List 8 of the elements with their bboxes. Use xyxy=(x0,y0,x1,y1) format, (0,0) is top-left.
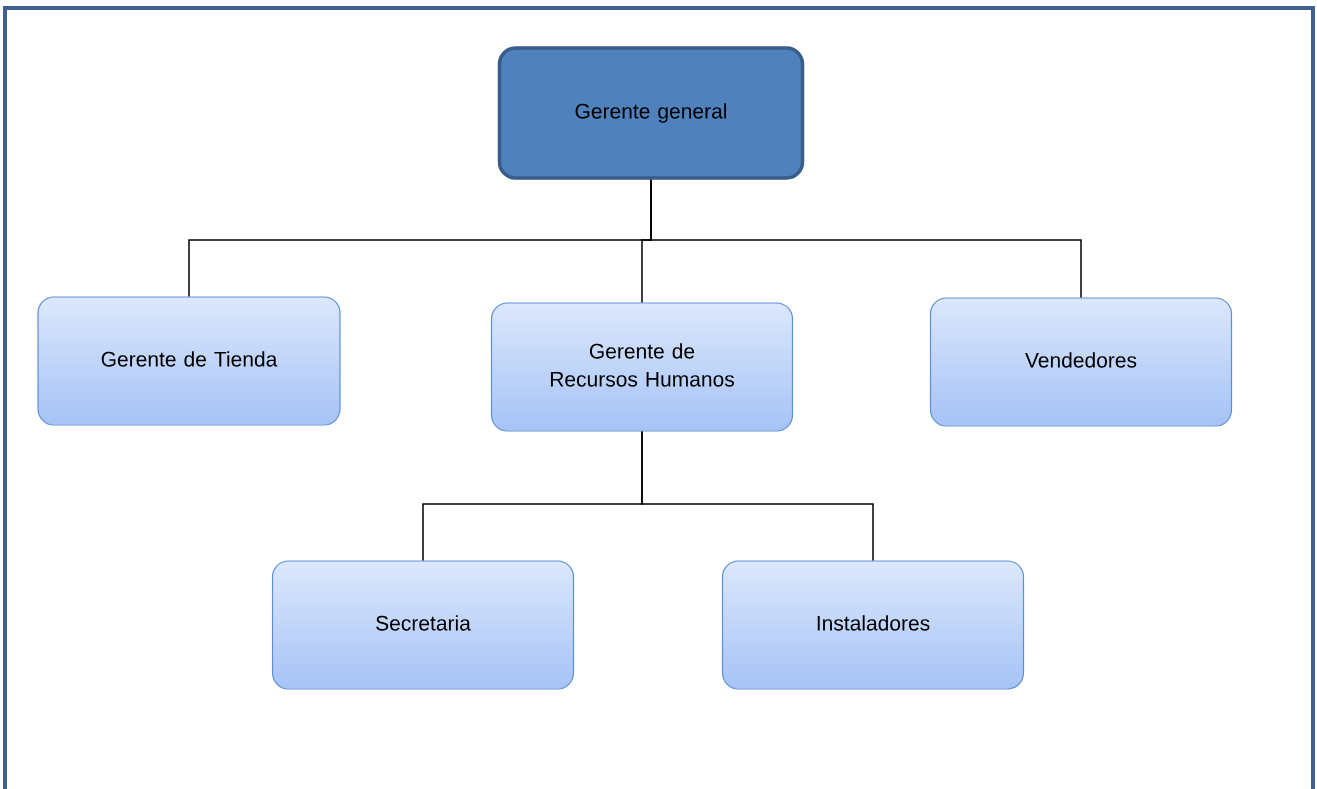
position-box: Gerente de Tienda xyxy=(37,296,341,426)
manager-box: Gerente general xyxy=(497,46,805,180)
connector xyxy=(641,430,874,562)
position-box: Instaladores xyxy=(721,560,1025,690)
connector xyxy=(650,179,1082,299)
position-box: Secretaria xyxy=(271,560,575,690)
position-box: Vendedores xyxy=(929,297,1233,427)
position-box: Gerente de Recursos Humanos xyxy=(490,302,794,432)
